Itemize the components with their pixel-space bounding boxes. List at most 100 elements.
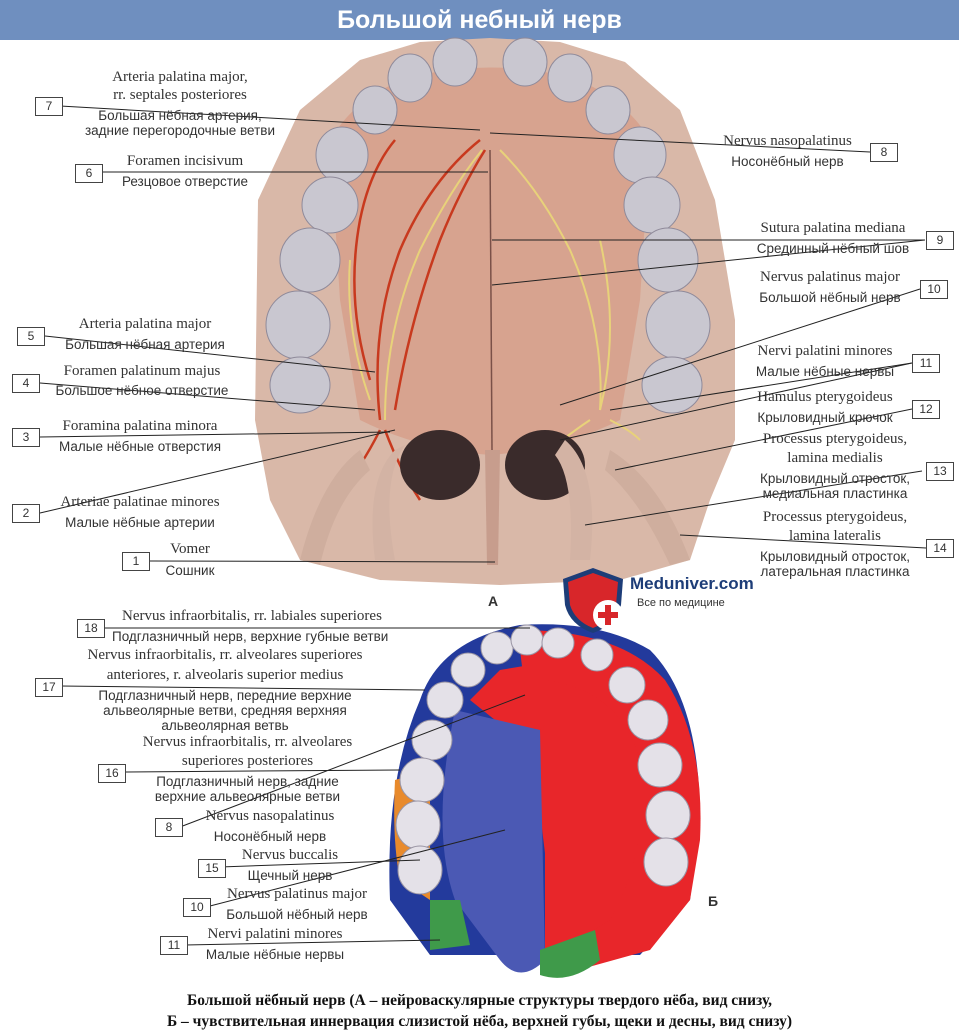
leader-line-14 — [679, 534, 927, 549]
leader-line-3 — [39, 431, 391, 438]
russian-label: верхние альвеолярные ветви — [154, 789, 341, 804]
latin-label: Nervus palatinus major — [227, 886, 367, 902]
latin-label: Arteria palatina major — [78, 316, 212, 332]
russian-label: Большое нёбное отверстие — [55, 383, 229, 398]
leader-line-2 — [39, 429, 396, 514]
latin-label: Foramen palatinum majus — [63, 363, 221, 379]
latin-label: Processus pterygoideus, — [762, 509, 908, 525]
russian-label: Подглазничный нерв, верхние губные ветви — [112, 629, 389, 644]
leader-line-11c — [184, 939, 441, 946]
latin-label: Nervus infraorbitalis, rr. alveolares su… — [87, 647, 363, 663]
number-box: 15 — [198, 859, 226, 878]
leader-line-8b — [179, 694, 526, 828]
logo-tagline: Все по медицине — [637, 597, 725, 609]
leader-line-10 — [559, 288, 921, 406]
latin-label: lamina medialis — [787, 450, 883, 466]
russian-label: Большой нёбный нерв — [226, 907, 368, 922]
leader-line-5 — [44, 335, 376, 373]
russian-label: Подглазничный нерв, передние верхние — [98, 688, 352, 703]
leader-line-16 — [124, 769, 401, 773]
russian-label: Носонёбный нерв — [731, 154, 844, 169]
latin-label: rr. septales posteriores — [113, 87, 247, 103]
leader-line-9b — [491, 239, 926, 286]
latin-label: Arteriae palatinae minores — [60, 494, 220, 510]
russian-label: альвеолярные ветви, средняя верхняя — [103, 703, 347, 718]
russian-label: Малые нёбные отверстия — [58, 439, 222, 454]
number-box: 18 — [77, 619, 105, 638]
figure-b-letter: Б — [708, 893, 719, 909]
latin-label: Sutura palatina mediana — [760, 220, 906, 236]
russian-label: латеральная пластинка — [760, 564, 910, 579]
latin-label: Nervus infraorbitalis, rr. labiales supe… — [122, 608, 382, 624]
latin-label: Nervus palatinus major — [760, 269, 900, 285]
russian-label: Носонёбный нерв — [213, 829, 327, 844]
russian-label: Срединный нёбный шов — [756, 241, 910, 256]
latin-label: lamina lateralis — [788, 528, 882, 544]
leader-line-10b — [209, 829, 506, 907]
leader-line-11 — [559, 362, 913, 441]
latin-label: superiores posteriores — [181, 753, 314, 769]
latin-label: Nervus infraorbitalis, rr. alveolares — [142, 734, 353, 750]
latin-label: Hamulus pterygoideus — [757, 389, 893, 405]
leader-line-17 — [59, 685, 426, 691]
leader-line-8 — [489, 132, 871, 153]
russian-label: Большая нёбная артерия, — [98, 108, 262, 123]
russian-label: Сошник — [165, 563, 215, 578]
latin-label: Foramina palatina minora — [62, 418, 218, 434]
russian-label: Резцовое отверстие — [121, 174, 249, 189]
latin-label: Nervus buccalis — [241, 847, 339, 863]
russian-label: Малые нёбные нервы — [205, 947, 345, 962]
caption-line-1: Большой нёбный нерв (А – нейроваскулярны… — [186, 992, 773, 1009]
number-box: 12 — [912, 400, 940, 419]
number-box: 8 — [870, 143, 898, 162]
number-box: 9 — [926, 231, 954, 250]
number-box: 4 — [12, 374, 40, 393]
russian-label: Большая нёбная артерия — [65, 337, 225, 352]
leader-line-7 — [59, 105, 481, 131]
russian-label: альвеолярная ветвь — [161, 718, 289, 733]
figure-a-letter: А — [488, 593, 499, 609]
number-box: 10 — [183, 898, 211, 917]
number-box: 11 — [912, 354, 940, 373]
logo-name[interactable]: Meduniver.com — [630, 574, 754, 593]
russian-label: Крыловидный крючок — [757, 410, 893, 425]
number-box: 13 — [926, 462, 954, 481]
latin-label: Foramen incisivum — [126, 153, 244, 169]
number-box: 2 — [12, 504, 40, 523]
latin-label: Arteria palatina major, — [112, 69, 248, 85]
leader-line-13 — [584, 470, 923, 526]
russian-label: Малые нёбные артерии — [65, 515, 215, 530]
number-box: 6 — [75, 164, 103, 183]
latin-label: Nervus nasopalatinus — [205, 808, 335, 824]
caption-line-2: Б – чувствительная иннервация слизистой … — [166, 1013, 793, 1030]
russian-label: Крыловидный отросток, — [759, 549, 910, 564]
leader-line-15 — [219, 859, 421, 868]
title-banner — [0, 0, 959, 40]
latin-label: Nervi palatini minores — [207, 926, 343, 942]
russian-label: медиальная пластинка — [762, 486, 908, 501]
number-box: 14 — [926, 539, 954, 558]
russian-label: Малые нёбные нервы — [755, 364, 895, 379]
number-box: 8 — [155, 818, 183, 837]
latin-label: Processus pterygoideus, — [762, 431, 908, 447]
leader-line-12 — [614, 408, 913, 471]
leader-line-4 — [39, 382, 376, 411]
russian-label: Большой нёбный нерв — [759, 290, 901, 305]
latin-label: Nervus nasopalatinus — [723, 133, 852, 149]
leader-line-11b — [609, 362, 913, 411]
russian-label: Крыловидный отросток, — [759, 471, 910, 486]
number-box: 16 — [98, 764, 126, 783]
number-box: 7 — [35, 97, 63, 116]
number-box: 3 — [12, 428, 40, 447]
page-title: Большой небный нерв — [337, 6, 622, 34]
latin-label: Nervi palatini minores — [757, 343, 893, 359]
number-box: 1 — [122, 552, 150, 571]
meduniver-shield-icon — [563, 568, 623, 633]
number-box: 11 — [160, 936, 188, 955]
number-box: 17 — [35, 678, 63, 697]
latin-label: Vomer — [170, 541, 210, 557]
leader-line-1 — [149, 560, 496, 563]
